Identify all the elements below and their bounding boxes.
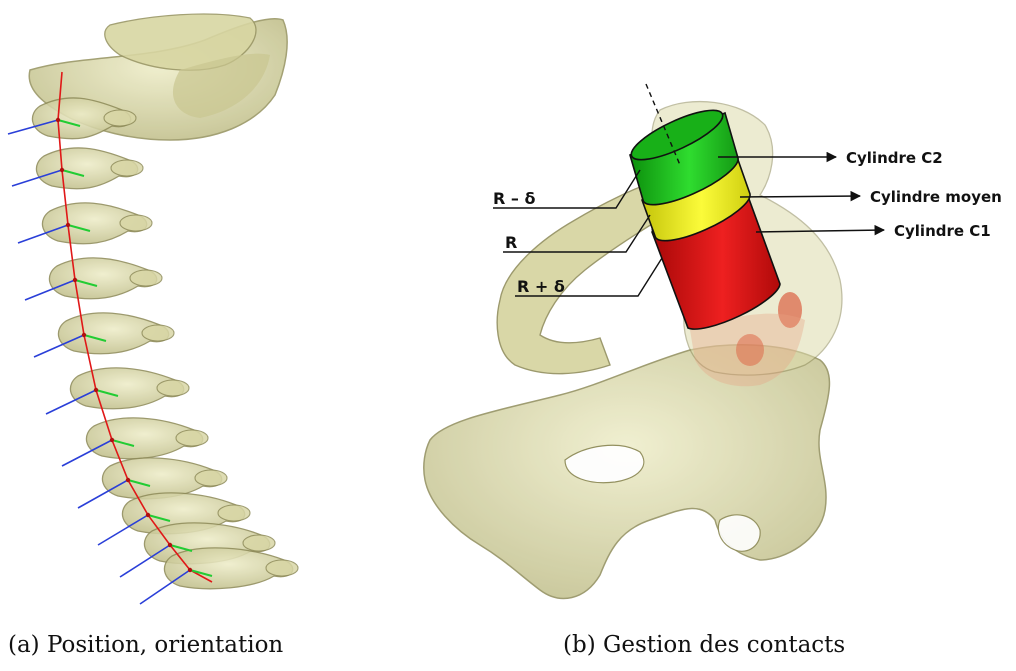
axis-origin-dot — [146, 513, 150, 517]
axis-origin-dot — [110, 438, 114, 442]
spinous-process-shape — [176, 430, 208, 446]
caption-b: (b) Gestion des contacts — [563, 632, 845, 658]
axis-origin-dot — [126, 478, 130, 482]
spinous-process-shape — [195, 470, 227, 486]
spinous-process-shape — [111, 160, 143, 176]
label-cylinder-c2: Cylindre C2 — [846, 149, 943, 167]
spinous-process-shape — [142, 325, 174, 341]
spinous-process-shape — [243, 535, 275, 551]
axis-origin-dot — [94, 388, 98, 392]
spinous-process-shape — [266, 560, 298, 576]
axis-origin-dot — [66, 223, 70, 227]
label-r-minus-delta: R – δ — [493, 189, 535, 208]
vertebrae-group — [32, 98, 298, 589]
caption-a: (a) Position, orientation — [8, 632, 283, 658]
axis-origin-dot — [56, 118, 60, 122]
label-r: R — [505, 233, 517, 252]
axis-origin-dot — [82, 333, 86, 337]
label-cylinder-moyen: Cylindre moyen — [870, 188, 1002, 206]
axis-origin-dot — [168, 543, 172, 547]
spine-illustration — [8, 14, 298, 604]
label-r-plus-delta: R + δ — [517, 277, 565, 296]
arrow-cylinder-moyen — [740, 196, 860, 197]
axis-origin-dot — [188, 568, 192, 572]
contact-illustration: Cylindre C2 Cylindre moyen Cylindre C1 R… — [424, 84, 1002, 598]
lateral-process-shape — [718, 515, 760, 552]
label-cylinder-c1: Cylindre C1 — [894, 222, 991, 240]
spinous-process-shape — [130, 270, 162, 286]
spinous-process-shape — [218, 505, 250, 521]
spinous-process-shape — [120, 215, 152, 231]
axis-origin-dot — [73, 278, 77, 282]
axis-origin-dot — [60, 168, 64, 172]
spinous-process-shape — [157, 380, 189, 396]
spinous-process-shape — [104, 110, 136, 126]
